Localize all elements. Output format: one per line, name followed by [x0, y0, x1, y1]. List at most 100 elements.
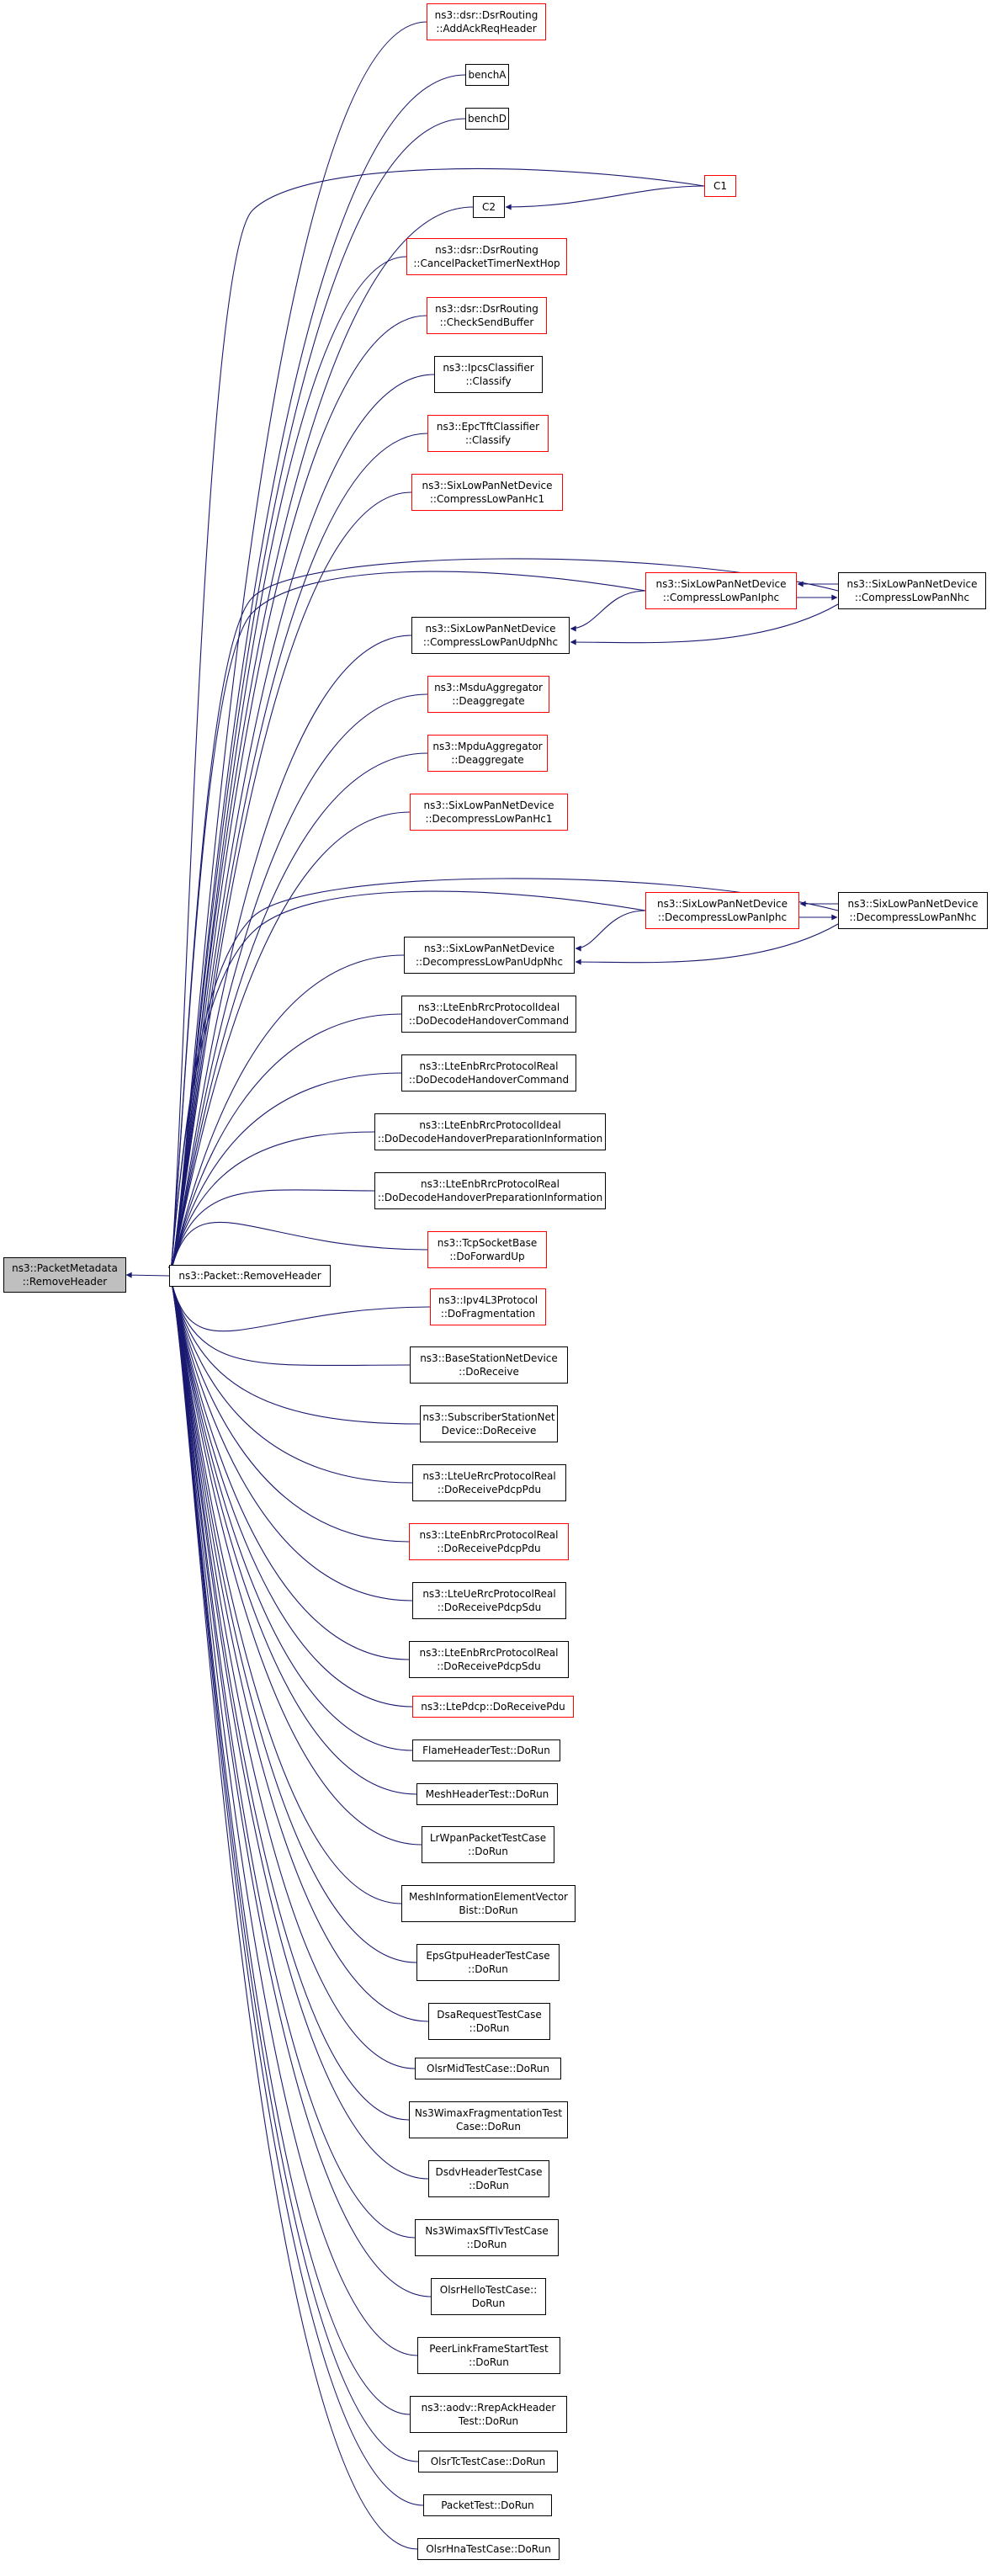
node-label-line: DsaRequestTestCase — [437, 2009, 542, 2021]
graph-node-caller[interactable]: benchA — [465, 64, 509, 86]
graph-node-caller[interactable]: C2 — [473, 196, 505, 218]
node-label-line: LrWpanPacketTestCase — [429, 1832, 547, 1844]
node-label-line: benchA — [468, 69, 507, 81]
graph-node-caller[interactable]: ns3::MpduAggregator::Deaggregate — [427, 735, 548, 772]
graph-node-caller[interactable]: OlsrMidTestCase::DoRun — [415, 2058, 561, 2079]
graph-node-caller[interactable]: OlsrHelloTestCase::DoRun — [431, 2278, 546, 2315]
graph-node-caller[interactable]: ns3::SixLowPanNetDevice::CompressLowPanU… — [411, 617, 570, 654]
edge-caller-to-center — [169, 752, 428, 1273]
graph-node-caller[interactable]: ns3::dsr::DsrRouting::AddAckReqHeader — [427, 3, 546, 40]
node-label-line: ns3::LteEnbRrcProtocolReal — [421, 1178, 560, 1190]
graph-node-caller[interactable]: DsdvHeaderTestCase::DoRun — [428, 2160, 549, 2197]
graph-node-caller[interactable]: ns3::Ipv4L3Protocol::DoFragmentation — [430, 1288, 546, 1325]
node-label-line: Device::DoReceive — [441, 1425, 537, 1437]
edge-center-to-root — [125, 1272, 170, 1278]
graph-node-caller[interactable]: Ns3WimaxSfTlvTestCase::DoRun — [415, 2219, 559, 2256]
edge-caller-to-center — [169, 1278, 419, 2462]
node-label-line: ::DecompressLowPanHc1 — [425, 813, 553, 825]
edge-diphc-to-dudpnhc — [575, 910, 646, 952]
edge-caller-to-center — [169, 1278, 402, 1904]
graph-node-caller[interactable]: ns3::LteEnbRrcProtocolReal::DoReceivePdc… — [409, 1523, 569, 1560]
node-label-line: ::DecompressLowPanIphc — [657, 911, 788, 923]
edge-caller-to-center — [169, 256, 407, 1273]
edge-caller-to-center — [169, 1278, 432, 2297]
graph-node-center[interactable]: ns3::Packet::RemoveHeader — [169, 1265, 331, 1287]
graph-node-root[interactable]: ns3::PacketMetadata::RemoveHeader — [3, 1257, 126, 1293]
edge-caller-to-center — [169, 1278, 416, 2069]
graph-node-caller[interactable]: EpsGtpuHeaderTestCase::DoRun — [416, 1944, 560, 1981]
node-label-line: ::DoRun — [469, 2180, 509, 2191]
graph-node-caller[interactable]: ns3::LteEnbRrcProtocolReal::DoReceivePdc… — [409, 1641, 569, 1678]
graph-node-caller[interactable]: PeerLinkFrameStartTest::DoRun — [417, 2337, 560, 2374]
edge-decompresslowpannhc-to-center — [168, 878, 839, 1273]
node-label-line: ::DoReceivePdcpPdu — [437, 1543, 541, 1554]
graph-node-intermediate[interactable]: ns3::SixLowPanNetDevice::CompressLowPanI… — [645, 572, 797, 609]
graph-node-caller[interactable]: MeshHeaderTest::DoRun — [416, 1783, 558, 1805]
edge-caller-to-center — [169, 1189, 375, 1273]
graph-node-caller[interactable]: ns3::LteEnbRrcProtocolIdeal::DoDecodeHan… — [401, 996, 576, 1033]
graph-node-caller[interactable]: ns3::dsr::DsrRouting::CancelPacketTimerN… — [406, 238, 567, 275]
node-label-line: ::DoRun — [468, 1963, 508, 1975]
node-label-line: ns3::SixLowPanNetDevice — [425, 623, 556, 635]
edge-c1-to-c2 — [505, 185, 705, 210]
node-label-line: ns3::SixLowPanNetDevice — [423, 943, 555, 954]
graph-node-caller[interactable]: DsaRequestTestCase::DoRun — [428, 2003, 550, 2040]
edge-caller-to-center — [169, 118, 466, 1273]
graph-node-caller[interactable]: FlameHeaderTest::DoRun — [412, 1739, 560, 1761]
node-label-line: ::DoForwardUp — [449, 1251, 525, 1262]
node-label-line: Case::DoRun — [455, 2121, 522, 2133]
node-label-line: ns3::LteEnbRrcProtocolIdeal — [419, 1119, 561, 1131]
node-label-line: ::DoRun — [466, 2239, 507, 2250]
edge-dnhc-to-dudpnhc — [575, 923, 839, 965]
graph-node-caller[interactable]: ns3::LteEnbRrcProtocolReal::DoDecodeHand… — [374, 1172, 606, 1209]
graph-node-caller[interactable]: ns3::BaseStationNetDevice::DoReceive — [410, 1346, 568, 1384]
edge-c1-to-center — [168, 167, 705, 1273]
graph-node-caller[interactable]: ns3::dsr::DsrRouting::CheckSendBuffer — [427, 297, 547, 334]
graph-node-caller[interactable]: ns3::MsduAggregator::Deaggregate — [427, 676, 549, 713]
node-label-line: ::RemoveHeader — [22, 1276, 108, 1288]
node-label-line: ::DoReceive — [459, 1366, 519, 1378]
node-label-line: ::Deaggregate — [451, 754, 524, 766]
graph-node-caller[interactable]: ns3::TcpSocketBase::DoForwardUp — [427, 1231, 547, 1268]
edge-nhc-to-udpnhc — [570, 603, 839, 645]
node-label-line: ns3::SixLowPanNetDevice — [847, 898, 979, 910]
graph-node-intermediate[interactable]: ns3::SixLowPanNetDevice::DecompressLowPa… — [645, 892, 799, 929]
edge-caller-to-center — [169, 1278, 422, 1846]
graph-node-caller[interactable]: ns3::LteEnbRrcProtocolIdeal::DoDecodeHan… — [374, 1113, 606, 1150]
graph-node-caller[interactable]: ns3::LteUeRrcProtocolReal::DoReceivePdcp… — [412, 1464, 566, 1501]
graph-node-caller[interactable]: OlsrHnaTestCase::DoRun — [417, 2538, 560, 2560]
graph-node-outer[interactable]: C1 — [704, 175, 736, 197]
edge-caller-to-center — [169, 1278, 417, 1795]
graph-node-caller[interactable]: LrWpanPacketTestCase::DoRun — [422, 1826, 554, 1863]
node-label-line: Test::DoRun — [458, 2415, 519, 2427]
graph-node-caller[interactable]: PacketTest::DoRun — [423, 2494, 552, 2516]
graph-node-caller[interactable]: ns3::SixLowPanNetDevice::CompressLowPanH… — [411, 474, 563, 511]
graph-node-caller[interactable]: ns3::LteEnbRrcProtocolReal::DoDecodeHand… — [401, 1054, 576, 1091]
edge-caller-to-center — [169, 1278, 429, 2180]
node-label-line: ns3::TcpSocketBase — [437, 1237, 538, 1249]
node-label-line: ns3::dsr::DsrRouting — [435, 303, 538, 315]
graph-node-caller[interactable]: ns3::SixLowPanNetDevice::DecompressLowPa… — [410, 794, 568, 831]
edge-caller-to-center — [169, 1072, 402, 1273]
node-label-line: EpsGtpuHeaderTestCase — [426, 1950, 550, 1962]
graph-node-outer[interactable]: ns3::SixLowPanNetDevice::CompressLowPanN… — [838, 572, 986, 609]
edge-caller-to-center — [169, 1278, 413, 1484]
graph-node-caller[interactable]: ns3::EpcTftClassifier::Classify — [427, 415, 549, 452]
graph-node-caller[interactable]: ns3::SixLowPanNetDevice::DecompressLowPa… — [404, 937, 575, 974]
node-label-line: ns3::dsr::DsrRouting — [435, 244, 538, 256]
edge-caller-to-center — [169, 1278, 424, 2506]
graph-node-caller[interactable]: ns3::LtePdcp::DoReceivePdu — [412, 1696, 574, 1718]
graph-node-outer[interactable]: ns3::SixLowPanNetDevice::DecompressLowPa… — [838, 892, 988, 929]
edge-caller-to-center — [169, 1131, 375, 1273]
graph-node-caller[interactable]: ns3::IpcsClassifier::Classify — [434, 356, 543, 393]
node-label-line: ns3::dsr::DsrRouting — [434, 9, 538, 21]
graph-node-caller[interactable]: OlsrTcTestCase::DoRun — [418, 2451, 558, 2472]
edge-iphc-to-udpnhc — [570, 590, 646, 632]
graph-node-caller[interactable]: ns3::LteUeRrcProtocolReal::DoReceivePdcp… — [412, 1582, 566, 1619]
graph-node-caller[interactable]: benchD — [465, 108, 509, 130]
